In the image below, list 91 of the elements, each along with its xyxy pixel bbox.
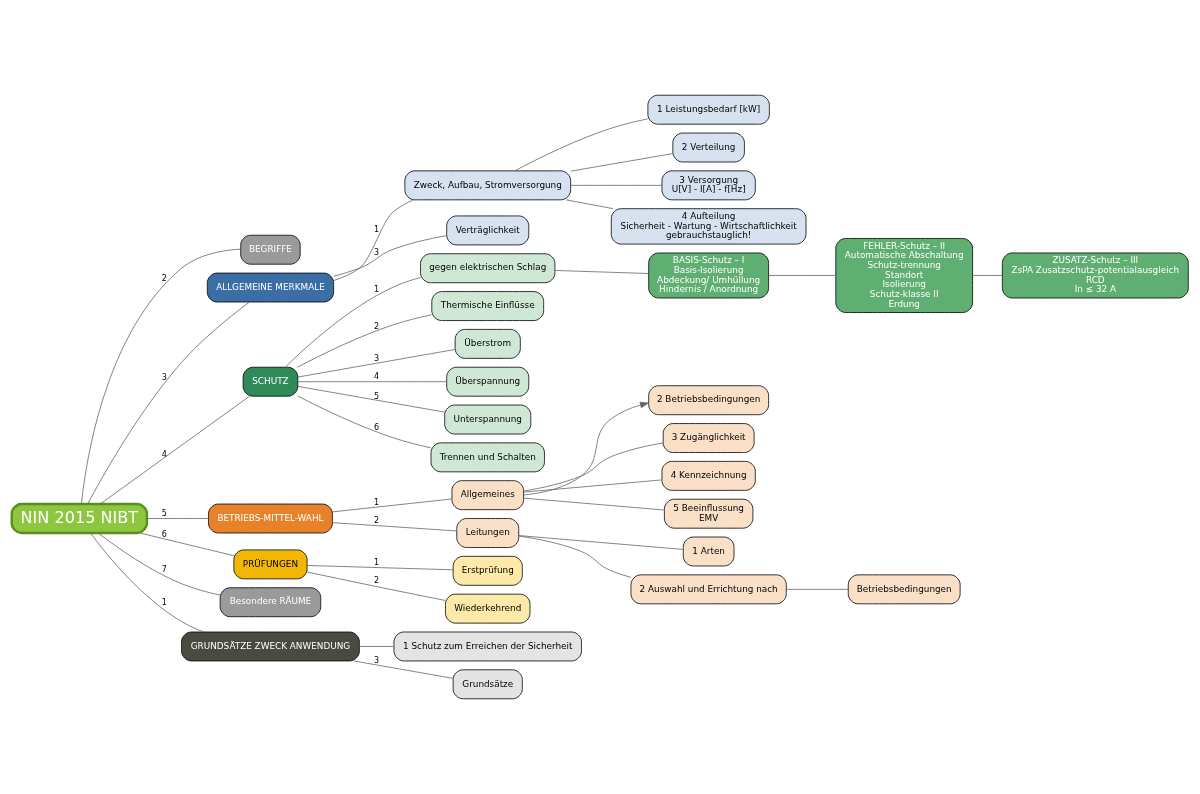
- edge-label: 3: [374, 247, 380, 257]
- node-box: FEHLER-Schutz – II Automatische Abschaltung Schutz-trennung Standort Isolierung Schutz-klasse II Erdung: [835, 238, 973, 313]
- node-box: BASIS-Schutz – I Basis-Isolierung Abdeckung/ Umhüllung Hindernis / Anordnung: [648, 252, 769, 299]
- edge-label: 5: [161, 509, 167, 519]
- connector: [768, 275, 837, 276]
- edge-label: 1: [374, 225, 380, 235]
- edge-label: 4: [374, 372, 380, 382]
- connector: [297, 386, 445, 413]
- connector: [565, 199, 614, 210]
- connector: [333, 235, 447, 277]
- node-box: Unterspannung: [444, 404, 532, 435]
- node-box: 1 Arten: [682, 536, 735, 567]
- edge-label: 3: [374, 655, 380, 665]
- node-box: gegen elektrischen Schlag: [420, 253, 556, 284]
- connector: [514, 118, 649, 172]
- connector: [285, 277, 421, 368]
- connector: [306, 571, 446, 601]
- node-box: Leitungen: [456, 518, 520, 548]
- node-box: Betriebsbedingungen: [847, 574, 961, 605]
- connector: [972, 275, 1003, 276]
- node-box: 1 Leistungsbedarf [kW]: [647, 94, 770, 125]
- edge-label: 2: [374, 516, 380, 526]
- arrow: [523, 401, 649, 496]
- node-box: 3 Zugänglichkeit: [662, 423, 755, 453]
- node-box: ALLGEMEINE MERKMALE: [206, 272, 335, 303]
- edge-label: 2: [161, 274, 167, 284]
- node-box: 2 Auswahl und Errichtung nach: [630, 574, 787, 605]
- connector: [146, 518, 209, 519]
- node-box: Erstprüfung: [452, 555, 523, 586]
- edge-label: 2: [374, 575, 380, 585]
- connector: [87, 301, 250, 505]
- node-box: Zweck, Aufbau, Stromversorgung: [404, 170, 572, 201]
- edge-label: 1: [374, 285, 380, 295]
- node-box: 4 Kennzeichnung: [661, 461, 756, 491]
- connector: [523, 479, 662, 493]
- node-box: BETRIEBS-MITTEL-WAHL: [208, 503, 333, 534]
- connector: [570, 184, 663, 186]
- edge-label: 5: [374, 391, 380, 401]
- node-box: 3 Versorgung U[V] - I[A] - f[Hz]: [661, 170, 756, 201]
- node-box: Grundsätze: [452, 669, 523, 700]
- edge-label: 2: [374, 321, 380, 331]
- node-box: 4 Aufteilung Sicherheit - Wartung - Wirtschaftlichkeit gebrauchstauglich!: [610, 208, 807, 245]
- connector: [81, 248, 242, 505]
- connector: [523, 442, 664, 492]
- node-box: ZUSATZ-Schutz – III ZsPA Zusatzschutz-potentialausgleich RCD In ≤ 32 A: [1001, 252, 1189, 299]
- node-box: PRÜFUNGEN: [233, 549, 308, 580]
- connector: [333, 199, 414, 281]
- connector: [353, 660, 454, 679]
- connector: [297, 314, 432, 368]
- connector: [297, 381, 447, 383]
- connector: [359, 646, 395, 647]
- connector: [297, 349, 456, 378]
- edge-label: 4: [161, 449, 167, 459]
- node-box: 1 Schutz zum Erreichen der Sicherheit: [393, 631, 582, 662]
- connector: [523, 497, 665, 511]
- node-box: Überspannung: [446, 366, 530, 397]
- connector: [570, 153, 674, 172]
- node-box: Thermische Einflüsse: [431, 291, 545, 321]
- node-box: Verträglichkeit: [446, 215, 530, 246]
- connector: [786, 588, 849, 590]
- connector: [297, 395, 432, 449]
- edge-label: 6: [374, 422, 380, 432]
- edge-label: 1: [161, 598, 167, 608]
- edge-label: 7: [161, 565, 167, 575]
- node-box: Wiederkehrend: [445, 593, 531, 624]
- edge-label: 3: [161, 373, 167, 383]
- connector: [518, 535, 632, 578]
- node-box: SCHUTZ: [242, 366, 299, 397]
- edge-label: 3: [374, 353, 380, 363]
- node-box: BEGRIFFE: [240, 234, 301, 265]
- node-box: 2 Verteilung: [672, 132, 745, 163]
- edge-label: 6: [161, 530, 167, 540]
- connector: [139, 532, 235, 557]
- connector: [518, 535, 684, 550]
- connector: [98, 532, 221, 596]
- edge-label: 1: [374, 497, 380, 507]
- connector: [332, 522, 458, 532]
- node-box: NIN 2015 NIBT: [10, 502, 149, 535]
- node-box: 2 Betriebsbedingungen: [648, 385, 769, 416]
- connector: [100, 395, 250, 505]
- node-box: GRUNDSÄTZE ZWECK ANWENDUNG: [181, 631, 360, 662]
- node-box: 5 Beeinflussung EMV: [664, 498, 754, 529]
- node-box: Trennen und Schalten: [430, 442, 545, 473]
- edge-label: 1: [374, 558, 380, 568]
- node-box: Besondere RÄUME: [219, 587, 322, 618]
- node-box: Allgemeines: [451, 480, 524, 511]
- connector: [306, 565, 454, 571]
- connector: [90, 532, 205, 633]
- node-box: Überstrom: [454, 329, 521, 359]
- connector: [554, 270, 649, 274]
- connector: [332, 498, 453, 513]
